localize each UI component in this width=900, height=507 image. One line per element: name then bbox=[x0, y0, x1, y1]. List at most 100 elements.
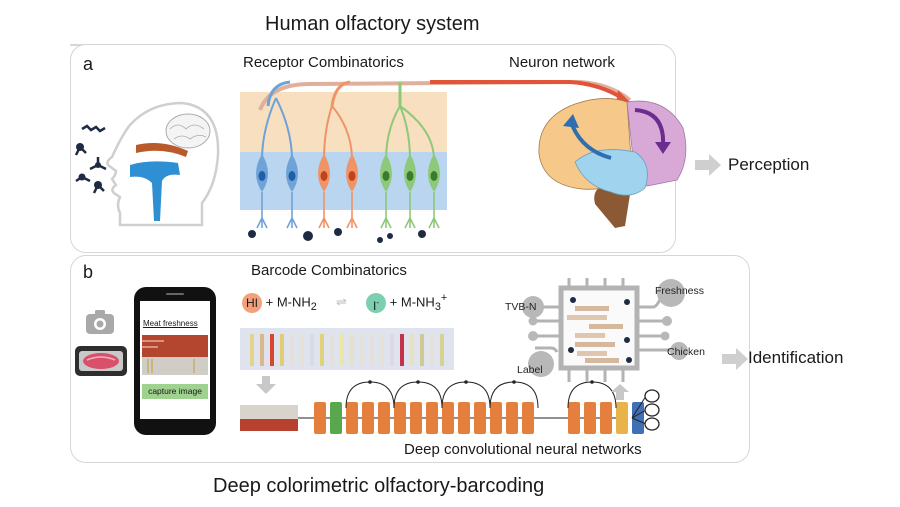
barcode-sensor-spot bbox=[280, 334, 284, 366]
barcode-sensor-spot bbox=[310, 334, 314, 366]
head-illustration bbox=[74, 101, 220, 227]
right-amine-term: + M-NH bbox=[389, 294, 435, 310]
perception-label: Perception bbox=[728, 155, 810, 174]
chicken-node bbox=[670, 342, 688, 360]
output-node bbox=[644, 389, 660, 403]
barcode-sensor-spot bbox=[330, 334, 334, 366]
olfactory-neuron bbox=[331, 105, 358, 229]
cnn-layer-block bbox=[426, 402, 438, 434]
receptor-molecules bbox=[248, 228, 426, 243]
right-amine-subscript: 3 bbox=[434, 300, 441, 313]
nasal-cavity bbox=[130, 161, 180, 221]
output-connection bbox=[631, 409, 647, 419]
cnn-label: Deep convolutional neural networks bbox=[404, 441, 642, 458]
receptor-diagram bbox=[240, 79, 632, 243]
cnn-layer-block bbox=[522, 402, 534, 434]
barcode-sensor-spot bbox=[270, 334, 274, 366]
barcode-sensor-spot bbox=[260, 334, 264, 366]
temporal-lobe bbox=[574, 149, 648, 196]
output-node bbox=[644, 417, 660, 431]
olfactory-neuron bbox=[275, 97, 298, 229]
panel-b-letter: b bbox=[83, 262, 94, 282]
barcode-sensor-spot bbox=[340, 334, 344, 366]
chip-node bbox=[528, 331, 538, 341]
cnn-layer-block bbox=[568, 402, 580, 434]
identification-label: Identification bbox=[748, 348, 844, 367]
cnn-layer-block bbox=[394, 402, 406, 434]
equilibrium-arrows-icon: ⇌ bbox=[335, 294, 347, 310]
neuron-cells bbox=[256, 97, 440, 229]
odor-molecules bbox=[74, 124, 107, 194]
olfactory-neuron bbox=[399, 105, 440, 229]
down-arrow-icon bbox=[256, 376, 276, 394]
skip-node bbox=[464, 380, 468, 384]
olfactory-neuron bbox=[318, 105, 333, 229]
barcode-sensor-spot bbox=[360, 334, 364, 366]
barcode-sensor-spot bbox=[370, 334, 374, 366]
epithelium-band bbox=[240, 152, 447, 210]
right-amine-charge: + bbox=[440, 292, 448, 304]
output-connection bbox=[631, 417, 647, 425]
blue-axon bbox=[266, 80, 291, 107]
barcode-sensor-spot bbox=[320, 334, 324, 366]
meat-tray-image bbox=[75, 346, 127, 376]
output-connection bbox=[631, 395, 647, 419]
small-brain-icon bbox=[165, 113, 211, 149]
camera-icon bbox=[86, 310, 114, 334]
blue-arrowhead bbox=[563, 114, 579, 128]
iodide-charge: - bbox=[376, 297, 380, 307]
label-node-label: Label bbox=[517, 364, 543, 376]
cnn-layer-block bbox=[330, 402, 342, 434]
chicken-label: Chicken bbox=[667, 346, 705, 358]
skip-node bbox=[590, 380, 594, 384]
receptor-combinatorics-label: Receptor Combinatorics bbox=[243, 54, 404, 71]
up-arrow-icon bbox=[611, 384, 629, 400]
neuron-network-label: Neuron network bbox=[509, 54, 615, 71]
chip-node bbox=[528, 316, 538, 326]
barcode-sensor-spot bbox=[420, 334, 424, 366]
phone-screen-title: Meat freshness bbox=[143, 319, 198, 328]
cnn-layer-block bbox=[632, 402, 644, 434]
chip-node bbox=[662, 316, 672, 326]
left-amine-term: + M-NH bbox=[265, 294, 311, 310]
tvbn-node bbox=[522, 296, 544, 318]
figure-title-top: Human olfactory system bbox=[265, 13, 480, 35]
cnn-layer-block bbox=[506, 402, 518, 434]
barcode-sensor-spot bbox=[250, 334, 254, 366]
output-node bbox=[644, 403, 660, 417]
tvbn-label: TVB-N bbox=[505, 301, 537, 313]
olfactory-neuron bbox=[399, 105, 416, 229]
label-node bbox=[528, 351, 554, 377]
cnn-layer-block bbox=[616, 402, 628, 434]
olfactory-neuron bbox=[256, 97, 277, 229]
chip-molecules bbox=[568, 297, 632, 363]
identification-arrow-icon bbox=[722, 348, 748, 370]
chip-barcodes bbox=[567, 306, 623, 363]
barcode-background bbox=[240, 328, 454, 370]
cnn-layer-block bbox=[442, 402, 454, 434]
skip-node bbox=[512, 380, 516, 384]
barcode-sensor-spot bbox=[400, 334, 404, 366]
cnn-layer-block bbox=[378, 402, 390, 434]
skip-node bbox=[368, 380, 372, 384]
barcode-sensor-spot bbox=[380, 334, 384, 366]
purple-arrowhead bbox=[655, 142, 671, 154]
cnn-layer-block bbox=[474, 402, 486, 434]
barcode-combinatorics-label: Barcode Combinatorics bbox=[251, 262, 407, 279]
cnn-layer-block bbox=[600, 402, 612, 434]
perception-arrow-icon bbox=[695, 154, 721, 176]
reaction-equation: HI + M-NH2 ⇌ I- + M-NH3+ bbox=[242, 292, 447, 313]
olfactory-neuron bbox=[380, 105, 401, 229]
barcode-sensor-spot bbox=[430, 334, 434, 366]
iodide-symbol: I bbox=[373, 298, 377, 313]
brain-illustration bbox=[538, 98, 687, 228]
cnn-layer-block bbox=[490, 402, 502, 434]
olfactory-bulb bbox=[136, 143, 188, 157]
cnn-architecture bbox=[298, 380, 660, 434]
cnn-layer-block bbox=[314, 402, 326, 434]
capture-image-button[interactable]: capture image bbox=[142, 384, 208, 399]
skip-node bbox=[416, 380, 420, 384]
cnn-layer-block bbox=[362, 402, 374, 434]
chip-node bbox=[660, 331, 670, 341]
cnn-layer-block bbox=[458, 402, 470, 434]
